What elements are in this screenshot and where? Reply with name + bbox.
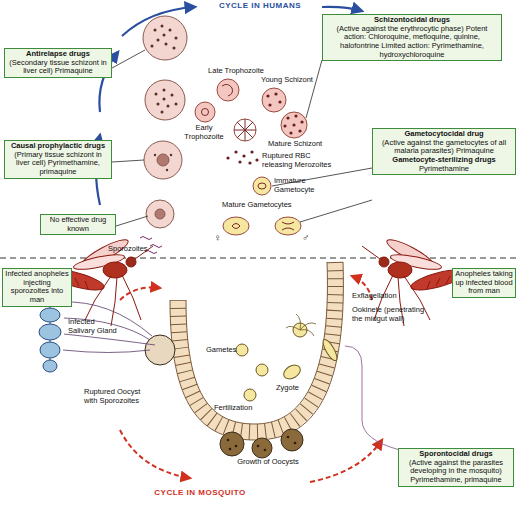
stage-label: Late Trophozoite [204, 67, 268, 76]
schizont-dots [151, 25, 178, 172]
box-text: (Secondary tissue schizont in liver cell… [7, 59, 109, 76]
box-heading: Gametocyte-sterilizing drugs [375, 156, 513, 165]
drug-callout-box: Infected anopheles injecting sporozoites… [2, 268, 72, 307]
liver-cell [143, 16, 187, 228]
drug-callout-box: Schizontocidal drugs(Active against the … [322, 14, 502, 61]
oocyst [145, 335, 303, 458]
cycle-title: CYCLE IN HUMANS [200, 1, 320, 10]
box-text: (Active against the erythrocytic phase) … [325, 25, 499, 60]
flagella [286, 314, 316, 336]
drug-callout-box: Anopheles taking up infected blood from … [452, 268, 516, 298]
box-text: (Primary tissue schizont in liver cell) … [7, 151, 109, 177]
box-heading: Antirelapse drugs [7, 50, 109, 59]
midgut-wall [170, 262, 343, 440]
box-heading: Causal prophylactic drugs [7, 142, 109, 151]
box-heading: Sporontocidal drugs [401, 450, 511, 459]
stage-label: Fertilization [214, 404, 264, 413]
drug-callout-box: Sporontocidal drugs(Active against the p… [398, 448, 514, 487]
box-text: No effective drug known [43, 216, 113, 233]
stage-label: Mature Gametocytes [222, 201, 304, 210]
box-heading: Schizontocidal drugs [325, 16, 499, 25]
cycle-arrow [120, 276, 382, 482]
stage-label: Zygote [276, 384, 316, 393]
stage-label: Growth of Oocysts [226, 458, 310, 467]
drug-callout-box: No effective drug known [40, 214, 116, 235]
box-heading: Gametocytocidal drug [375, 130, 513, 139]
box-text: (Active against the parasites developing… [401, 459, 511, 485]
drug-callout-box: Antirelapse drugs(Secondary tissue schiz… [4, 48, 112, 78]
divider-line [0, 258, 518, 259]
stage-label: Ookinete (penetrating the midgut wall) [352, 306, 436, 323]
gamete [236, 323, 339, 401]
stage-label: Early Trophozoite [182, 124, 226, 141]
drug-callout-box: Causal prophylactic drugs(Primary tissue… [4, 140, 112, 179]
sporozoite-stream [62, 302, 155, 353]
oocyst-dots [227, 436, 297, 452]
stage-label: Sporozoites [108, 245, 158, 254]
stage-label: Gametes [206, 346, 240, 355]
stage-label: Mature Schizont [268, 140, 332, 149]
box-text: Anopheles taking up infected blood from … [455, 270, 513, 296]
cycle-title: CYCLE IN MOSQUITO [140, 488, 260, 497]
stage-label: Exflagellation [352, 292, 416, 301]
box-text: (Active against the gametocytes of all m… [375, 139, 513, 156]
leader-line [112, 50, 372, 226]
drug-callout-box: Gametocytocidal drug(Active against the … [372, 128, 516, 175]
stage-label: Young Schizont [256, 76, 318, 85]
sex-symbol: ♂ [302, 232, 314, 244]
stage-label: Infected Salivary Gland [68, 318, 120, 335]
stage-label: Immature Gametocyte [274, 177, 336, 194]
box-text: Pyrimethamine [375, 165, 513, 174]
stage-label: Ruptured Oocyst with Sporozoites [84, 388, 148, 405]
bracket-line [345, 346, 400, 450]
stage-label: Ruptured RBC releasing Merozoites [262, 152, 334, 169]
box-text: Infected anopheles injecting sporozoites… [5, 270, 69, 305]
sex-symbol: ♀ [214, 232, 226, 244]
